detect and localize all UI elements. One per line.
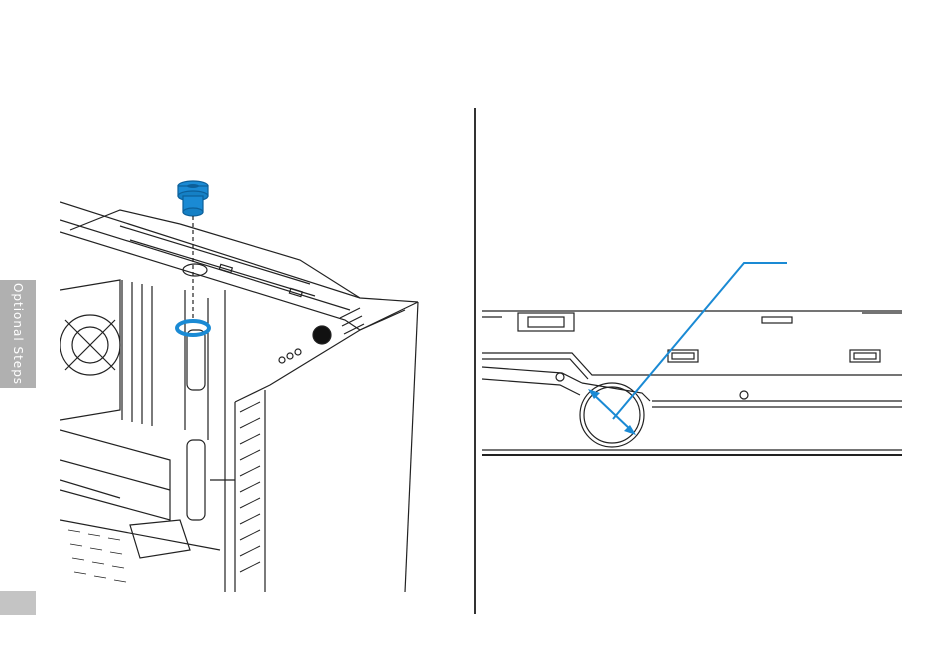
column-divider [474, 108, 476, 614]
grommet-icon [178, 181, 208, 216]
leader-line [613, 263, 787, 419]
section-tab: Optional Steps [0, 280, 36, 388]
installed-grommet-icon [177, 321, 209, 335]
hole-detail-drawing [482, 255, 902, 460]
diameter-arrow-icon [588, 389, 636, 435]
page-number-block [0, 591, 36, 615]
grommet-hole-detail-illustration [482, 255, 902, 460]
grommet-insertion-illustration [60, 180, 420, 592]
case-interior-drawing [60, 180, 420, 592]
section-tab-label: Optional Steps [11, 283, 25, 385]
